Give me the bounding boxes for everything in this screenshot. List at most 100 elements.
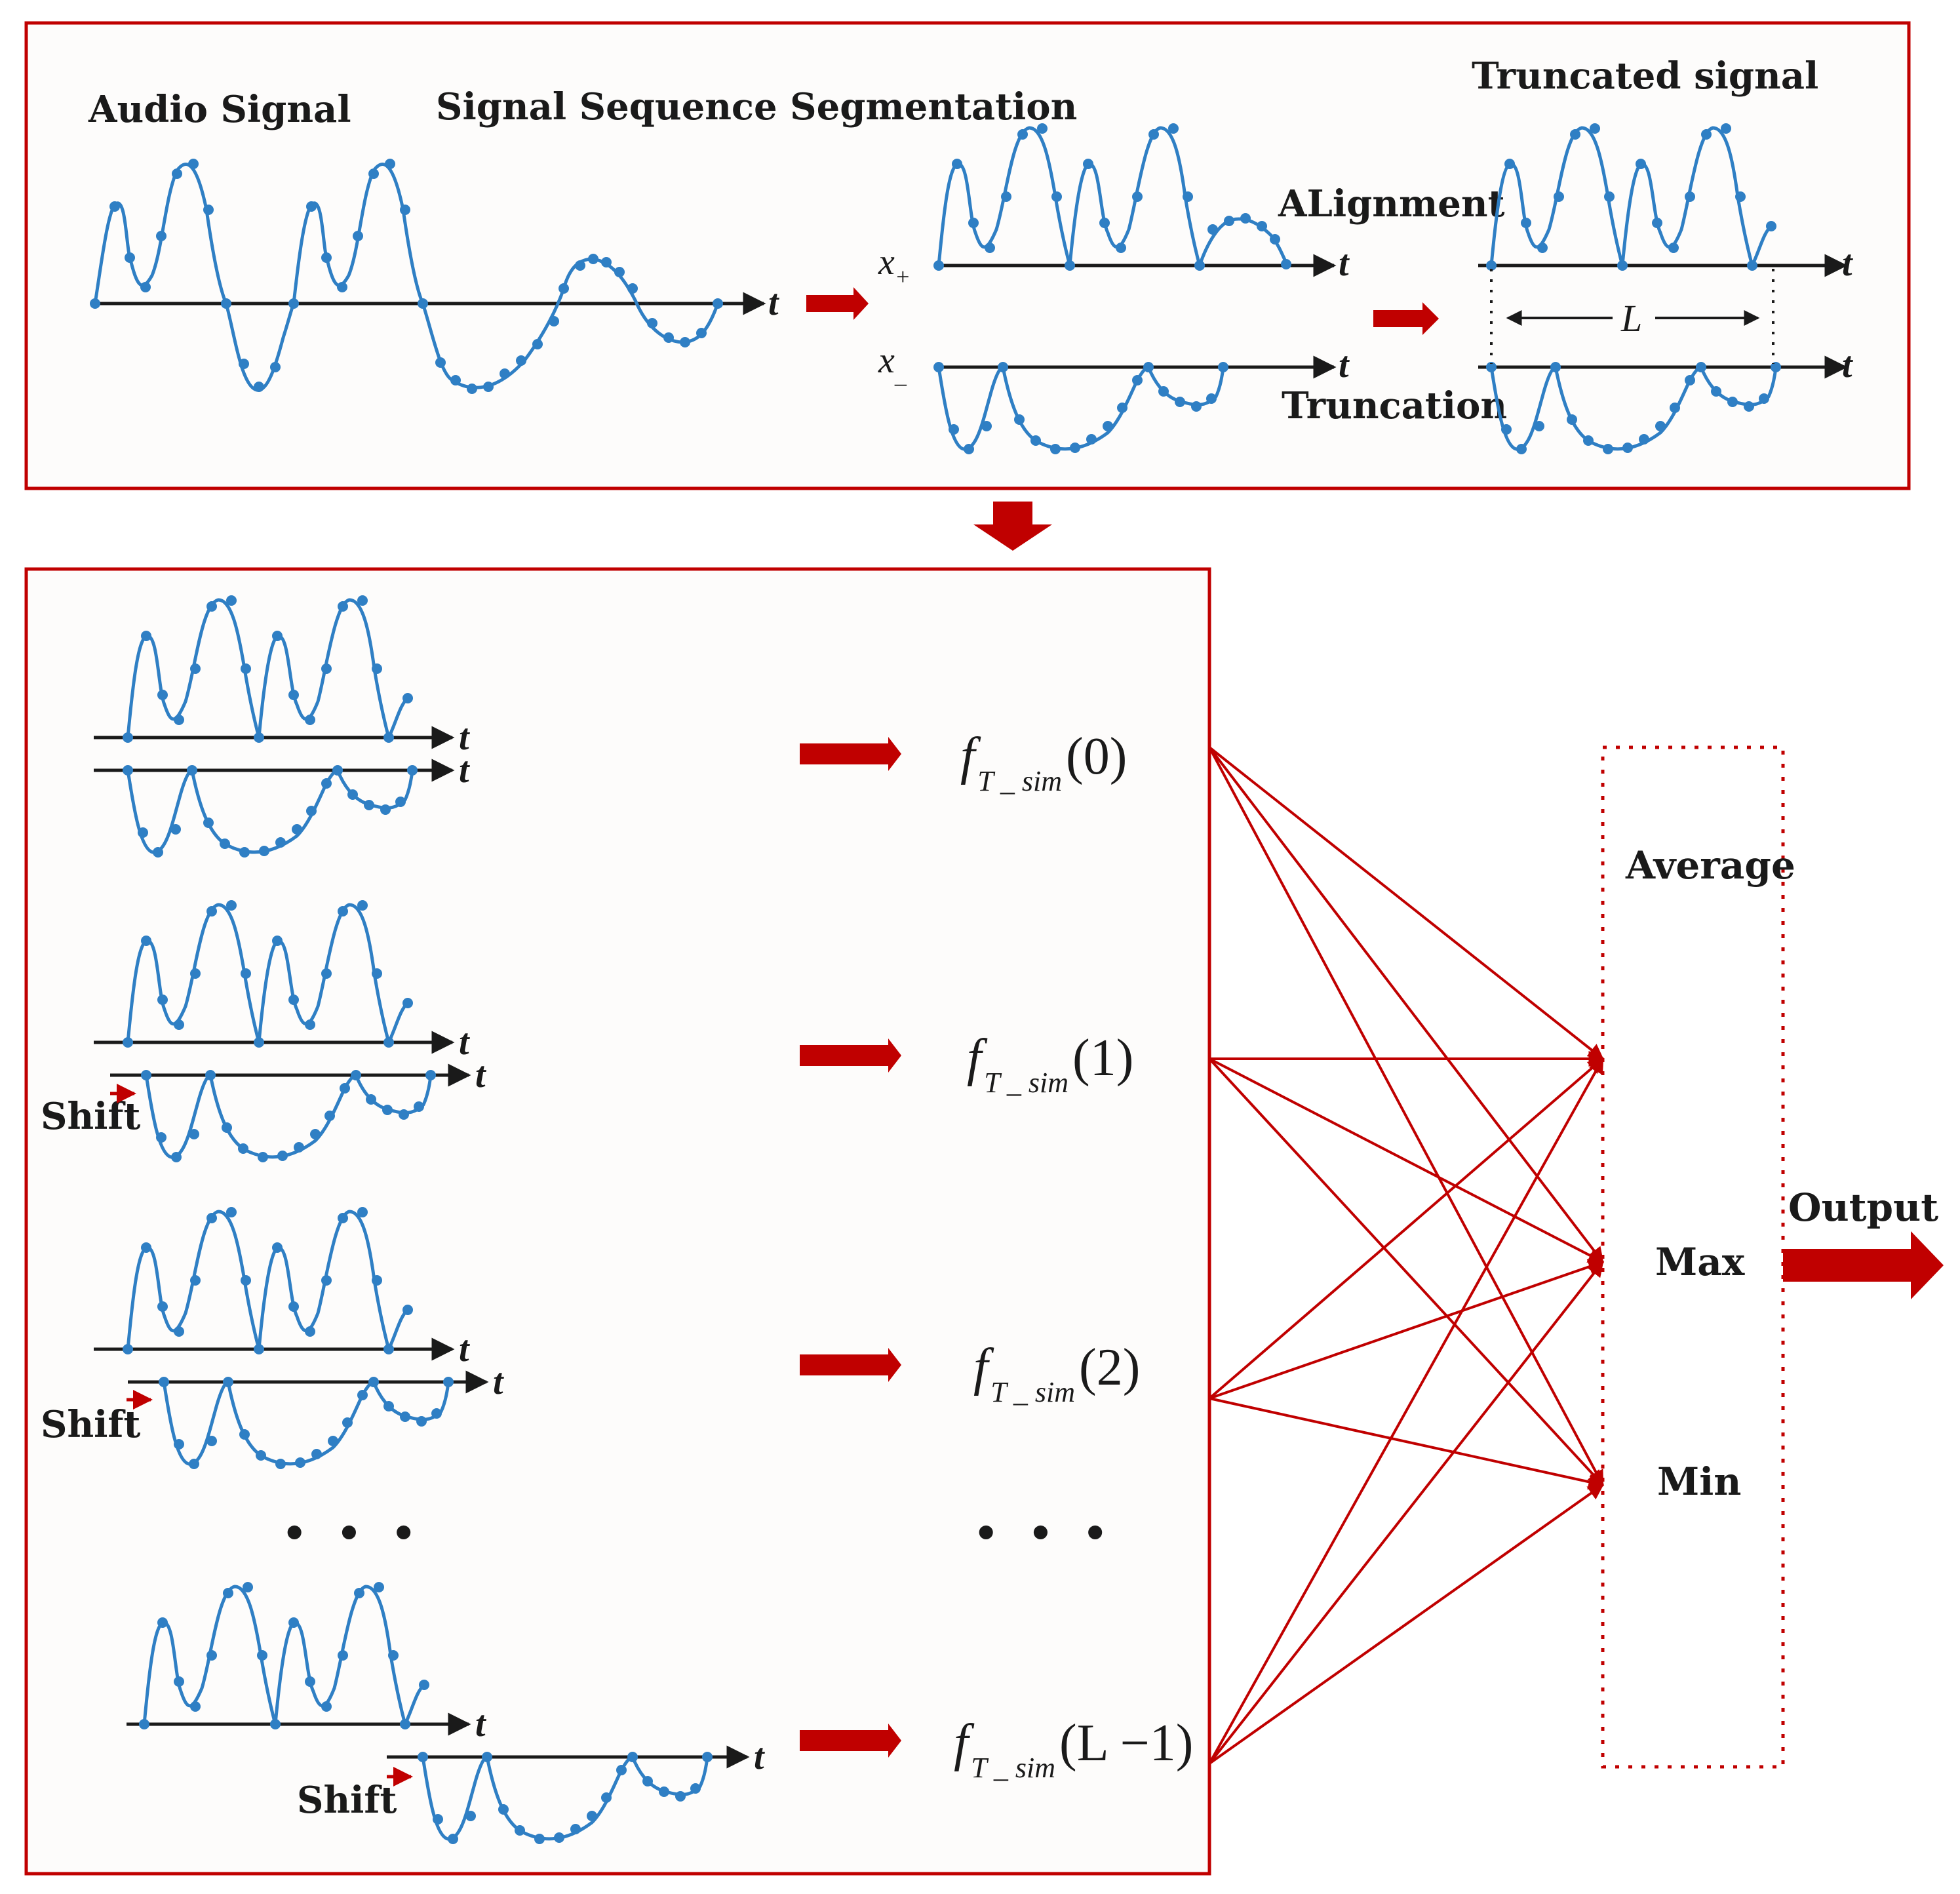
sample-dot	[1685, 375, 1695, 385]
sample-dot	[627, 283, 638, 294]
axis-label-t: t	[459, 1022, 470, 1063]
sample-dot	[187, 765, 197, 776]
sample-dot	[157, 1301, 168, 1312]
sample-dot	[465, 1811, 476, 1821]
sample-dot	[206, 601, 217, 612]
sample-dot	[226, 900, 237, 911]
sample-dot	[702, 1752, 713, 1762]
truncated-signal-label: Truncated signal	[1472, 54, 1818, 98]
sample-dot	[614, 267, 625, 277]
sample-dot	[419, 1680, 429, 1690]
sample-dot	[139, 1719, 149, 1729]
sample-dot	[1622, 443, 1633, 453]
row-positive-waveform-line	[126, 903, 409, 1044]
sample-dot	[998, 362, 1008, 372]
sample-dot	[1550, 362, 1561, 372]
sample-dot	[964, 444, 974, 454]
sample-dot	[675, 1791, 686, 1802]
sample-dot	[1639, 434, 1649, 444]
sample-dot	[205, 1070, 216, 1080]
sample-dot	[272, 631, 283, 641]
row-positive-waveform-line	[126, 1210, 409, 1351]
sample-dot	[241, 663, 251, 674]
row-positive-waveform-line	[142, 1585, 425, 1726]
sample-dot	[206, 1213, 217, 1223]
sample-dot	[1132, 375, 1143, 385]
sample-dot	[1103, 421, 1113, 431]
sample-dot	[1771, 362, 1781, 372]
sample-dot	[123, 1037, 133, 1048]
sample-dot	[172, 168, 182, 179]
axis-label-t: t	[459, 717, 470, 758]
sample-dot	[159, 1377, 169, 1387]
sample-dot	[1050, 444, 1061, 454]
sample-dot	[141, 936, 151, 946]
sample-dot	[1766, 221, 1776, 231]
sample-dot	[141, 1242, 151, 1253]
sample-dot	[933, 260, 944, 271]
sample-dot	[372, 968, 382, 979]
connection-2-1	[1209, 1259, 1605, 1400]
sample-dot	[949, 424, 959, 435]
sample-dot	[1257, 221, 1267, 231]
sample-dot	[627, 1752, 638, 1762]
sample-dot	[680, 337, 690, 347]
connection-2-2	[1209, 1397, 1605, 1490]
sample-dot	[1655, 421, 1666, 431]
connection-3-2	[1208, 1484, 1604, 1765]
row-positive-waveform-line	[126, 598, 409, 740]
sample-dot	[659, 1786, 669, 1797]
sample-dot	[418, 298, 428, 309]
sample-dot	[254, 1344, 264, 1354]
sample-dot	[288, 690, 299, 700]
connection-1-1	[1209, 1057, 1605, 1263]
sample-dot	[532, 339, 543, 349]
sample-dot	[357, 1207, 368, 1217]
truncated-positive-axis-label: t	[1842, 243, 1853, 284]
sample-dot	[254, 1037, 264, 1048]
sample-dot	[241, 1275, 251, 1286]
sample-dot	[272, 1242, 283, 1253]
sample-dot	[221, 298, 231, 309]
positive-samples	[933, 123, 1291, 271]
row-arrow	[800, 1038, 901, 1073]
sample-dot	[1132, 191, 1143, 202]
sample-dot	[1604, 191, 1615, 202]
connection-0-1	[1208, 746, 1604, 1263]
axis-label-t: t	[475, 1055, 486, 1095]
max-label: Max	[1655, 1240, 1745, 1284]
sample-dot	[1583, 435, 1594, 446]
sample-dot	[364, 800, 374, 810]
sample-dot	[388, 1650, 399, 1661]
truncated-positive-waveform	[1489, 126, 1773, 267]
sample-dot	[238, 1143, 248, 1154]
sample-dot	[1206, 393, 1217, 404]
down-arrow	[973, 502, 1052, 551]
sample-dot	[414, 1101, 424, 1112]
sample-dot	[382, 1105, 393, 1115]
sample-dot	[1083, 159, 1093, 169]
sample-dot	[400, 205, 410, 215]
sample-dot	[1486, 260, 1497, 271]
sample-dot	[515, 1825, 525, 1836]
sample-dot	[713, 298, 723, 309]
sample-dot	[1037, 123, 1048, 134]
sample-dot	[601, 257, 612, 267]
sample-dot	[174, 1676, 184, 1687]
sample-dot	[337, 282, 347, 292]
sample-dot	[338, 1650, 348, 1661]
sample-dot	[141, 631, 151, 641]
sample-dot	[357, 1390, 368, 1400]
sample-dot	[1685, 191, 1695, 202]
segmentation-arrow	[806, 287, 869, 320]
average-label: Average	[1625, 843, 1795, 888]
negative-samples	[933, 362, 1228, 454]
sample-dot	[270, 1719, 281, 1729]
sample-dot	[400, 1719, 410, 1729]
sample-dot	[1567, 414, 1577, 425]
sample-dot	[206, 1436, 217, 1446]
sample-dot	[340, 1083, 350, 1094]
row-positive-waveform	[123, 1207, 413, 1354]
x-minus-label: x_	[878, 340, 907, 388]
